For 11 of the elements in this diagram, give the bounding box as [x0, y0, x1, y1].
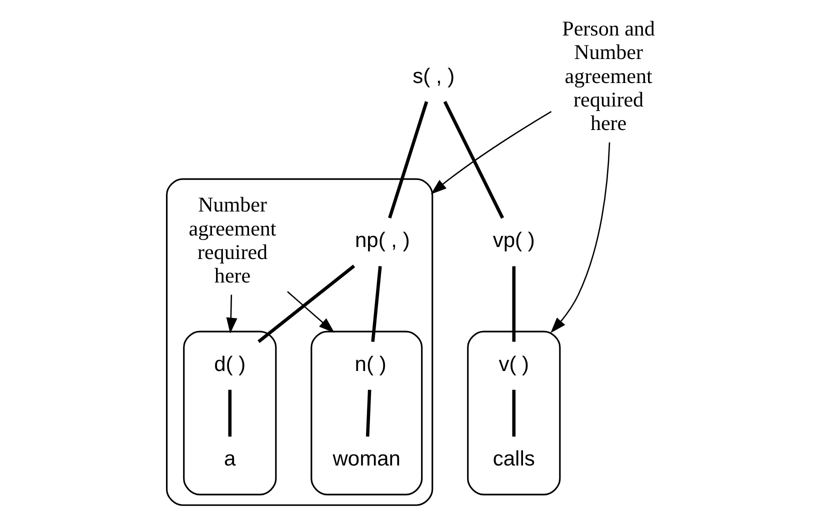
node-text: calls — [492, 447, 535, 470]
node-text: n( ) — [354, 352, 386, 376]
node-text: vp( ) — [492, 229, 535, 252]
node-text: d( ) — [214, 352, 246, 376]
node-text: Number agreement required here — [188, 192, 276, 288]
node-text: np( , ) — [354, 229, 410, 252]
node-text: woman — [332, 447, 400, 470]
node-text: a — [224, 447, 236, 470]
node-text: s( , ) — [412, 64, 455, 88]
node-text: v( ) — [498, 352, 530, 376]
node-text: Person and Number agreement required here — [562, 16, 655, 136]
